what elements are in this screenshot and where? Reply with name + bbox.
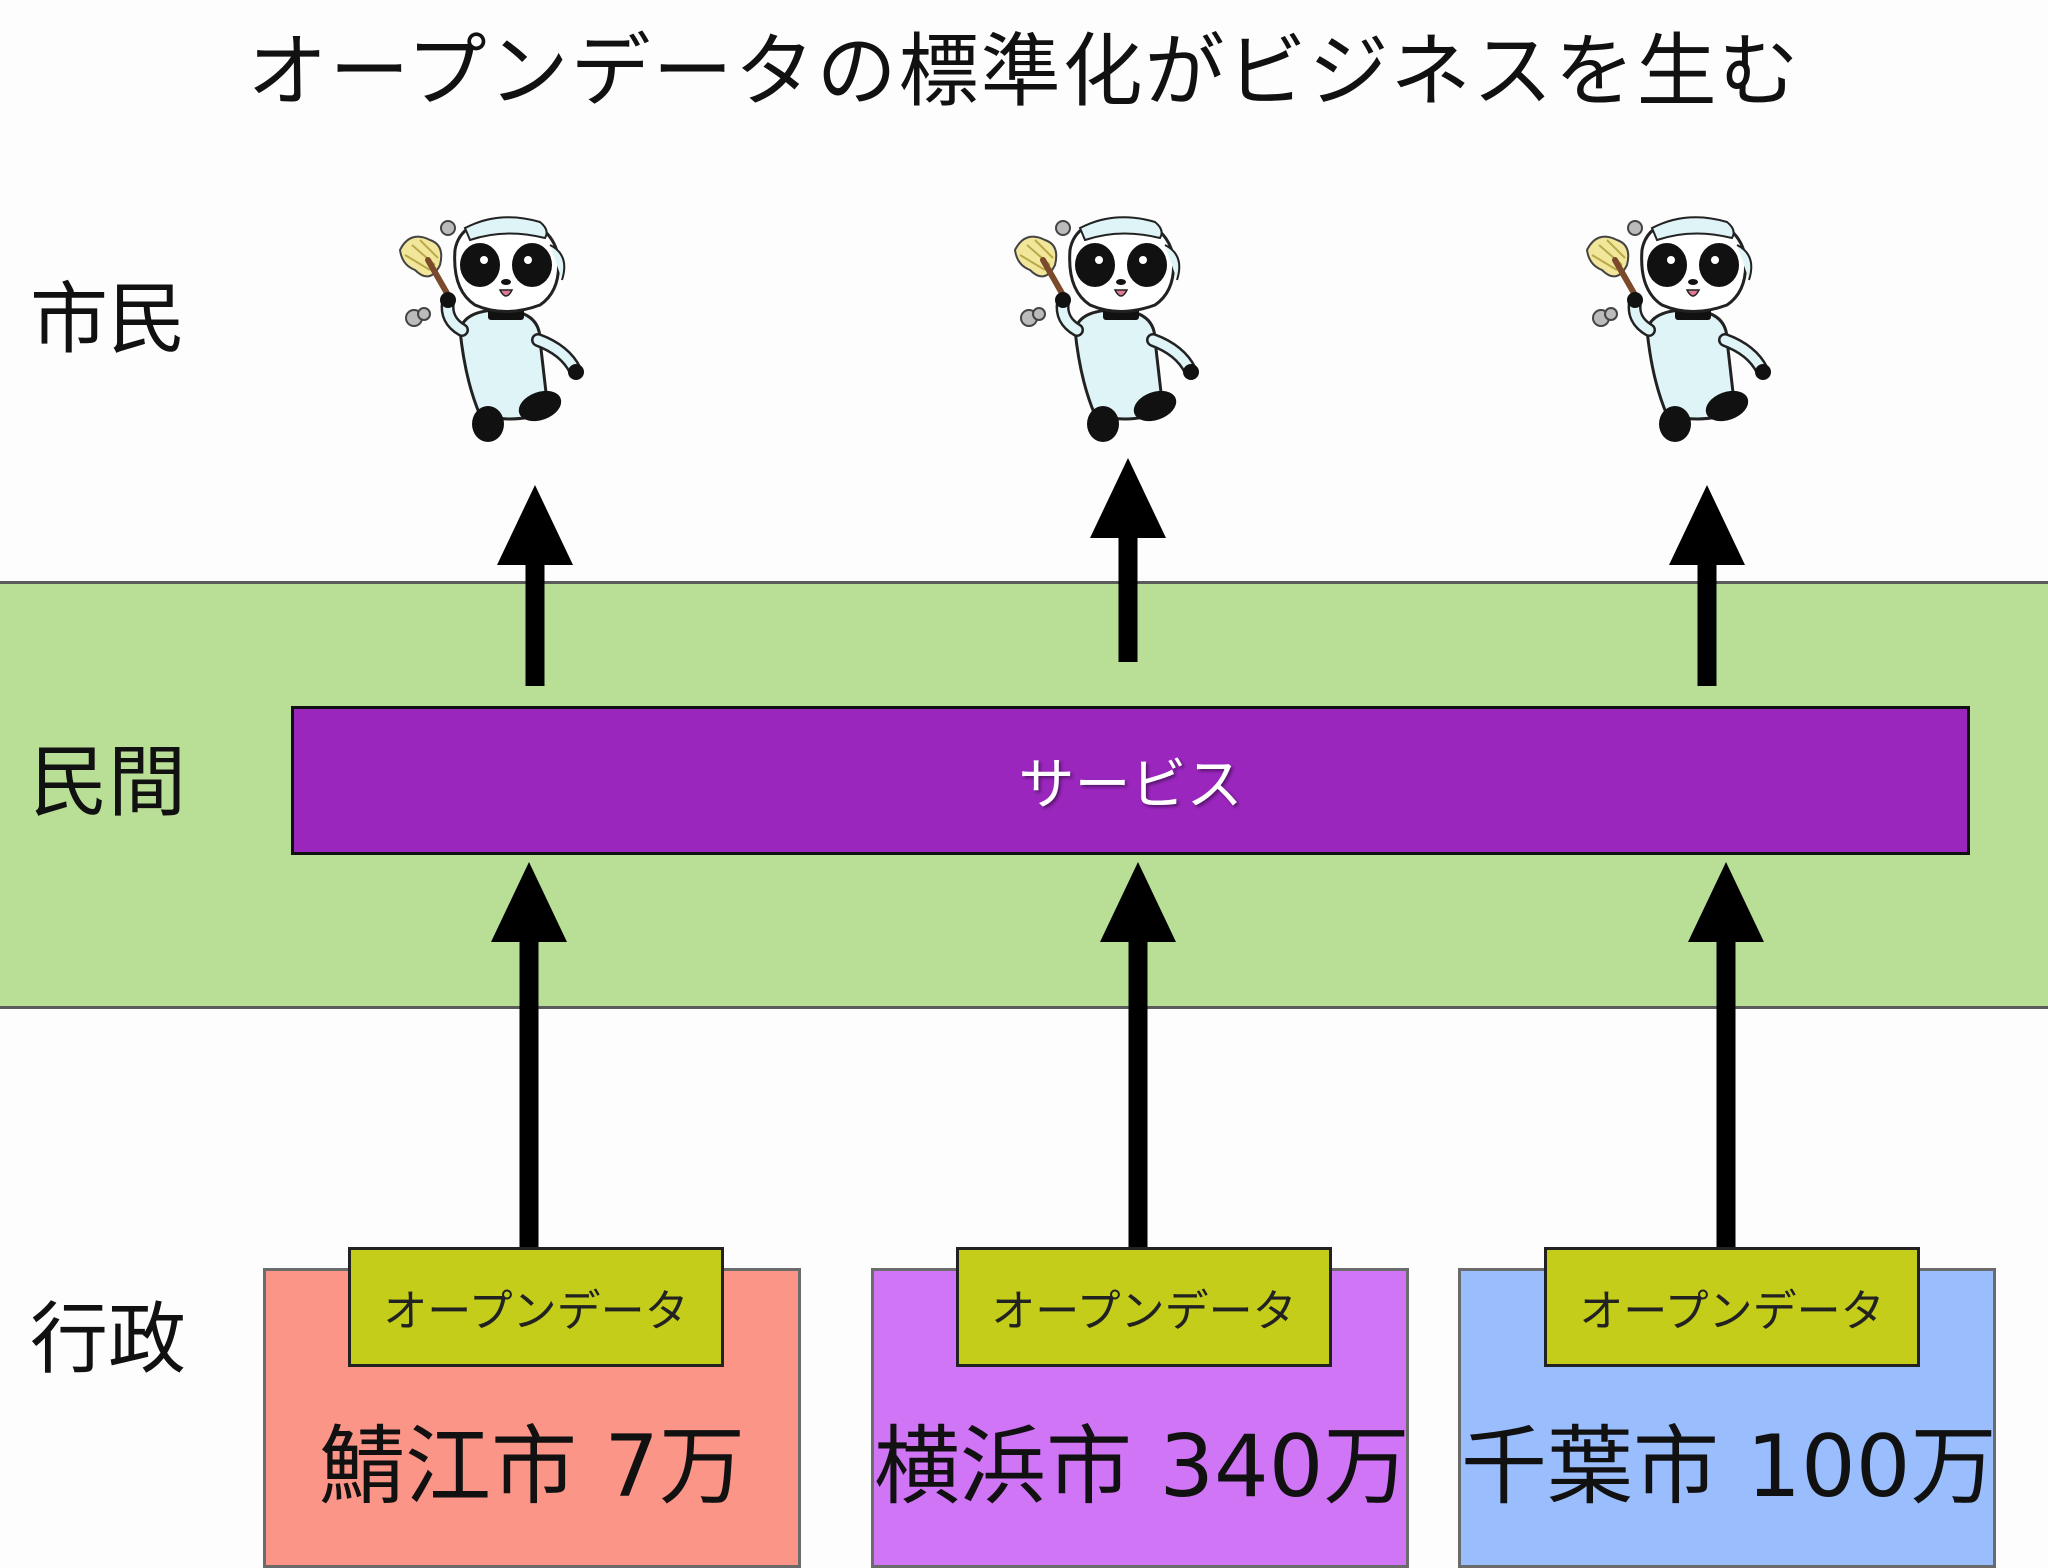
row-label-government: 行政 — [30, 1295, 187, 1385]
open-data-badge: オープンデータ — [1544, 1247, 1920, 1367]
arrow-up-icon — [1090, 458, 1166, 662]
cleaning-panda-character-icon — [1005, 210, 1225, 450]
page-title: オープンデータの標準化がビジネスを生む — [247, 25, 1801, 118]
open-data-badge: オープンデータ — [956, 1247, 1332, 1367]
cleaning-panda-character-icon — [398, 216, 584, 442]
arrow-up-icon — [1100, 862, 1176, 1247]
city-label: 横浜市 340万 — [874, 1417, 1410, 1517]
service-label: サービス — [1018, 753, 1243, 818]
open-data-label: オープンデータ — [1579, 1286, 1885, 1337]
cleaning-panda-character-icon — [1577, 210, 1797, 450]
arrow-up-icon — [497, 485, 573, 686]
arrow-up-icon — [1688, 862, 1764, 1247]
service-bar: サービス — [291, 706, 1970, 855]
open-data-label: オープンデータ — [383, 1286, 689, 1337]
row-label-private: 民間 — [30, 738, 187, 828]
arrow-up-icon — [491, 862, 567, 1247]
row-label-citizens: 市民 — [30, 275, 187, 365]
arrow-up-icon — [1669, 485, 1745, 686]
city-label: 千葉市 100万 — [1461, 1417, 1997, 1517]
city-label: 鯖江市 7万 — [318, 1417, 746, 1517]
open-data-badge: オープンデータ — [348, 1247, 724, 1367]
open-data-label: オープンデータ — [991, 1286, 1297, 1337]
